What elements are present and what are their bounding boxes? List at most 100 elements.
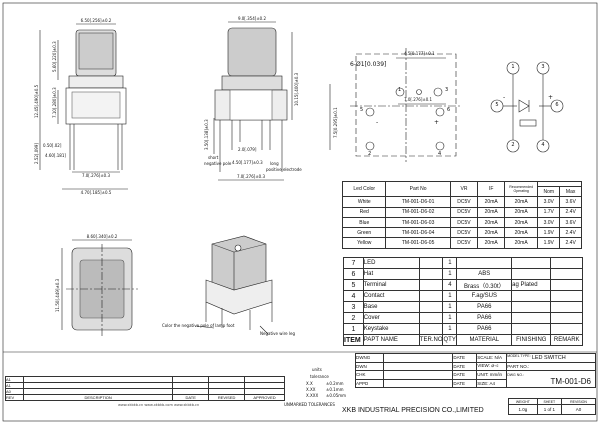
side-dim-pin-height: 3.50[.138]±0.3 bbox=[204, 119, 209, 150]
bom-qty: 1 bbox=[442, 323, 458, 335]
tol-units-label: units bbox=[312, 367, 322, 372]
bom-finishing bbox=[511, 323, 552, 335]
tb-date-4: DATE bbox=[452, 378, 478, 388]
title-block: DWNG DATE SCALE: N/A MODEL TYPE: LED SWI… bbox=[355, 353, 596, 388]
tb-revision: A0 bbox=[561, 404, 596, 415]
bom-terno bbox=[418, 268, 444, 280]
bom-name: Keystake bbox=[362, 323, 420, 335]
bom-finishing bbox=[511, 290, 552, 302]
pin-view bbox=[329, 48, 462, 162]
led-cell: 20mA bbox=[477, 237, 506, 249]
tb-model-type: MODEL TYPE: LED SWITCH bbox=[506, 353, 596, 363]
tb-chk-label: CHK bbox=[355, 370, 384, 380]
front-dim-pitch: 7.0[.276]±0.3 bbox=[81, 173, 111, 178]
bom-material: PA66 bbox=[456, 301, 513, 313]
bom-item: 6 bbox=[343, 268, 364, 280]
side-dim-base: 7.0[.276]±0.3 bbox=[236, 174, 266, 179]
led-cell: 20mA bbox=[504, 206, 539, 218]
bom-item: 7 bbox=[343, 257, 364, 269]
bom-remark bbox=[550, 268, 583, 280]
side-dim-width: 9.0[.354]±0.2 bbox=[237, 16, 267, 21]
led-cell: DC5V bbox=[449, 196, 479, 208]
led-cell: 20mA bbox=[504, 196, 539, 208]
tb-date-1: DATE bbox=[452, 353, 478, 363]
front-dim-total-height: 12.45[.490]±0.5 bbox=[34, 84, 39, 118]
bom-name: LED bbox=[362, 257, 420, 269]
side-note-long: long bbox=[270, 161, 279, 166]
tol-value: ±0.2mm bbox=[326, 381, 344, 386]
tb-dwng-label: DWNG bbox=[355, 353, 384, 363]
led-cell: 3.0V bbox=[537, 196, 561, 208]
led-cell: TM-001-D6-04 bbox=[385, 227, 451, 239]
pin-label-2: 2 bbox=[368, 151, 372, 157]
front-dim-pin-c: 4.60[.181] bbox=[45, 153, 66, 158]
bom-qty: 1 bbox=[442, 312, 458, 324]
bom-finishing bbox=[511, 257, 552, 269]
led-cell: 3.6V bbox=[559, 196, 582, 208]
rev-header-rev: REV bbox=[5, 394, 24, 401]
iso-note-negative-leg: Negative wire leg bbox=[260, 331, 296, 336]
tb-appd-label: APPD bbox=[355, 378, 384, 388]
pin-dim-left: 7.5[0.295]±0.1 bbox=[333, 107, 338, 138]
led-cell: 20mA bbox=[477, 206, 506, 218]
led-header-if: IF bbox=[477, 180, 506, 198]
bom-remark bbox=[550, 290, 583, 302]
circuit-pin-5: 5 bbox=[495, 102, 499, 108]
tb-weight: 1.0g bbox=[508, 404, 538, 415]
pin-dim-top: 4.5[0.177]±0.1 bbox=[404, 51, 435, 56]
bom-header-remark: REMARK bbox=[550, 334, 583, 346]
tol-value: ±0.1mm bbox=[326, 387, 344, 392]
tb-date-2: DATE bbox=[452, 361, 478, 371]
led-cell: 2.4V bbox=[559, 206, 582, 218]
bom-header-terno: TER.NO bbox=[418, 334, 444, 346]
tol-tolerance-label: tolerance bbox=[310, 374, 329, 379]
bom-qty: 4 bbox=[442, 279, 458, 291]
bom-name: Terminal bbox=[362, 279, 420, 291]
bom-finishing bbox=[511, 312, 552, 324]
rev-header-revised: REVISED bbox=[208, 394, 246, 401]
company-name: XKB INDUSTRIAL PRECISION CO.,LIMITED bbox=[342, 407, 484, 414]
led-cell: 3.0V bbox=[537, 216, 561, 229]
iso-note-color-pole: Color the negative pole of lamp foot bbox=[162, 323, 235, 328]
bom-terno bbox=[418, 290, 444, 302]
led-cell: 20mA bbox=[477, 216, 506, 229]
side-dim-height: 10.15[.400]±0.3 bbox=[294, 72, 299, 106]
tb-dwn-label: DWN bbox=[355, 361, 384, 371]
circuit-pin-4: 4 bbox=[541, 142, 545, 148]
led-cell: 20mA bbox=[504, 216, 539, 229]
tb-sheet: 1 of 1 bbox=[536, 404, 563, 415]
bom-item: 5 bbox=[343, 279, 364, 291]
side-dim-pin-pitch: 4.50[.177]±0.3 bbox=[232, 160, 263, 165]
bom-qty: 1 bbox=[442, 257, 458, 269]
front-dim-pin-a: 2.52[.099] bbox=[34, 143, 39, 164]
tb-dwg-no: DWG NO.:TM-001-D6 bbox=[506, 370, 596, 388]
led-cell: 2.4V bbox=[559, 237, 582, 249]
led-cell: DC5V bbox=[449, 206, 479, 218]
bom-item: 2 bbox=[343, 312, 364, 324]
tb-date-3: DATE bbox=[452, 370, 478, 380]
pin-label-3: 3 bbox=[445, 87, 449, 93]
rev-header-desc: DESCRIPTION bbox=[22, 394, 174, 401]
bom-terno bbox=[418, 312, 444, 324]
bom-finishing bbox=[511, 268, 552, 280]
bom-finishing: ag Plated bbox=[511, 279, 552, 291]
bom-material: ABS bbox=[456, 268, 513, 280]
led-header-operating: Recommended Operating bbox=[504, 180, 539, 198]
side-view bbox=[213, 21, 293, 181]
bom-item: 3 bbox=[343, 301, 364, 313]
tol-size: X.XX bbox=[306, 387, 316, 392]
bom-header-item: ITEM bbox=[343, 334, 364, 346]
pin-sign-plus: + bbox=[434, 119, 440, 126]
bom-material bbox=[456, 257, 513, 269]
bom-item: 4 bbox=[343, 290, 364, 302]
led-cell: TM-001-D6-01 bbox=[385, 196, 451, 208]
